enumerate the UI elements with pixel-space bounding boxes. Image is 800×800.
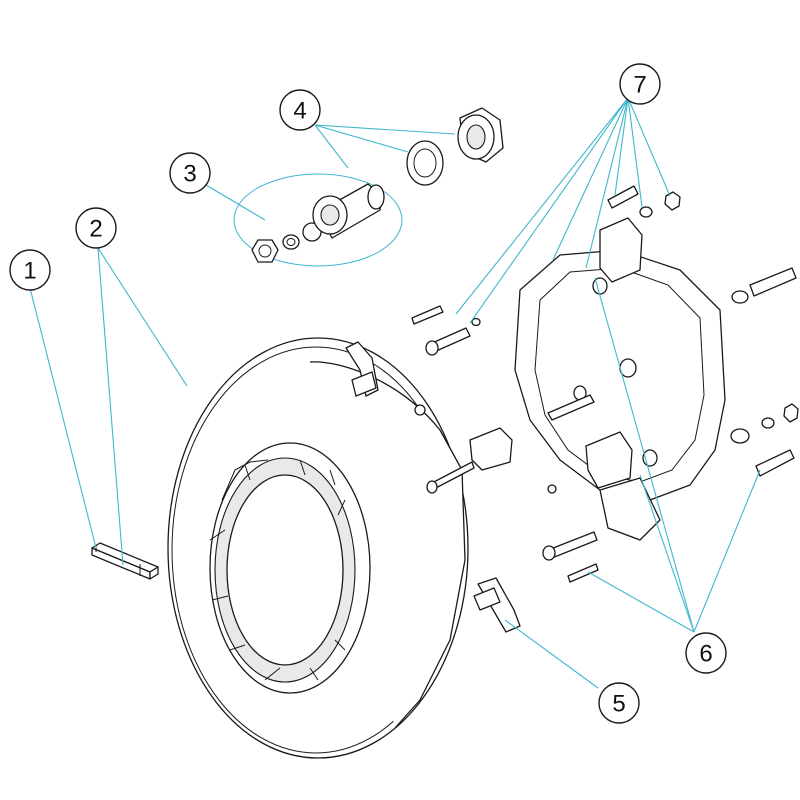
balloon-6-label: 6 xyxy=(699,641,712,668)
leader-lines xyxy=(29,97,761,689)
part-5-clips xyxy=(345,341,521,633)
balloon-1: 1 xyxy=(9,249,51,291)
balloon-5-label: 5 xyxy=(612,691,625,718)
leader-3 xyxy=(205,184,266,221)
balloon-2: 2 xyxy=(75,207,117,249)
leader-7c xyxy=(552,97,629,261)
leader-4b xyxy=(314,124,409,153)
balloon-1-label: 1 xyxy=(23,258,36,285)
leader-2b xyxy=(97,247,188,387)
leader-7b xyxy=(455,97,629,315)
leader-7a xyxy=(469,97,629,324)
leader-7e xyxy=(614,97,629,196)
leader-6d xyxy=(693,469,761,633)
balloon-7: 7 xyxy=(619,63,661,105)
leader-7g xyxy=(627,97,671,197)
leader-7d xyxy=(585,97,629,269)
balloon-5: 5 xyxy=(598,682,640,724)
balloon-6: 6 xyxy=(685,632,727,674)
leader-4c xyxy=(314,124,349,169)
leader-6c xyxy=(639,474,695,633)
leader-7f xyxy=(627,97,643,208)
balloon-3-label: 3 xyxy=(183,161,196,188)
leader-2a xyxy=(97,247,124,566)
part-1-clip xyxy=(91,542,159,580)
part-2-trim-ring xyxy=(167,337,469,759)
leader-4a xyxy=(314,124,456,135)
balloon-4: 4 xyxy=(279,89,321,131)
balloon-4-label: 4 xyxy=(293,98,306,125)
leader-5 xyxy=(504,619,599,689)
balloon-7-label: 7 xyxy=(633,72,646,99)
part-6-mounting-bracket xyxy=(411,185,799,583)
central-screws xyxy=(414,404,557,494)
part-3-cable-gland xyxy=(233,173,403,267)
leader-6b xyxy=(594,277,695,633)
part-4-washer-nut xyxy=(406,107,504,186)
balloon-3: 3 xyxy=(169,152,211,194)
leader-1 xyxy=(29,287,97,549)
leader-6a xyxy=(587,571,695,633)
balloon-2-label: 2 xyxy=(89,216,102,243)
